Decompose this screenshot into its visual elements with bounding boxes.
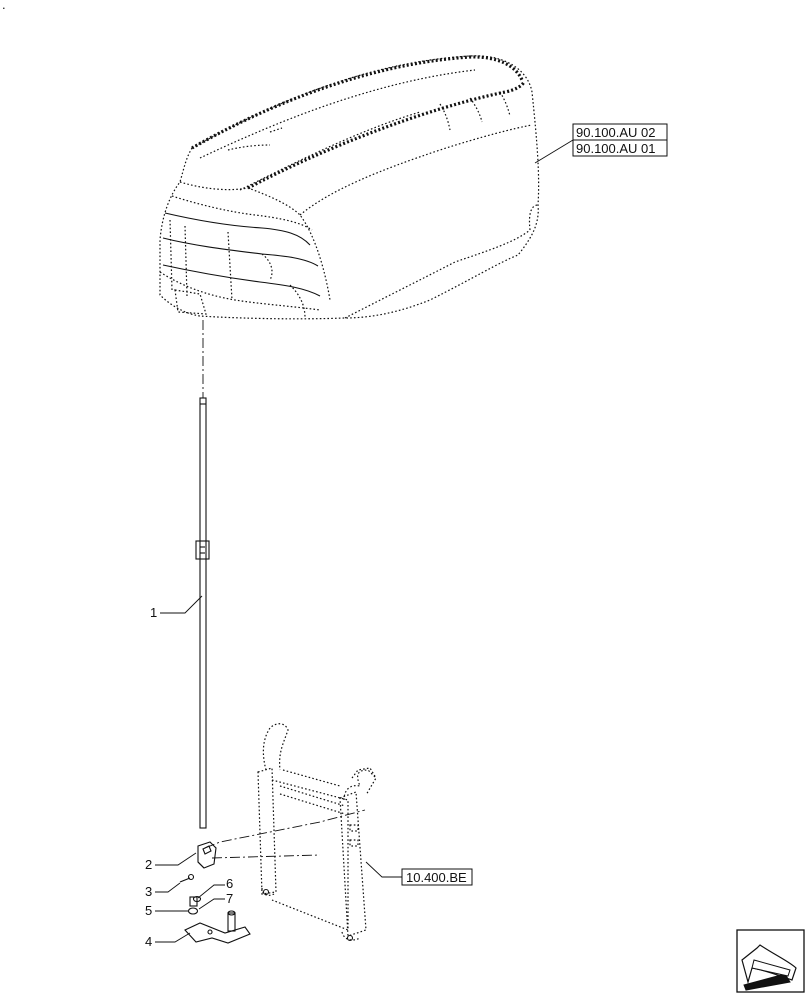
- mounting-plate: [184, 910, 251, 944]
- callout-4-label: 4: [145, 934, 152, 949]
- callout-1: 1: [150, 595, 203, 620]
- washer-and-nut: [187, 895, 202, 915]
- callout-3: 3: [145, 882, 181, 899]
- hood-ref-2[interactable]: 90.100.AU 01: [576, 141, 656, 156]
- radiator-ref[interactable]: 10.400.BE: [406, 870, 467, 885]
- navigation-arrow-icon[interactable]: [736, 929, 805, 993]
- hood-ref-1[interactable]: 90.100.AU 02: [576, 125, 656, 140]
- radiator-assembly: [257, 723, 377, 942]
- callout-5: 5: [145, 903, 188, 918]
- rod-holder-bracket: [197, 841, 217, 869]
- center-line-lower: [211, 854, 321, 859]
- callout-3-label: 3: [145, 884, 152, 899]
- corner-mark: .: [2, 0, 6, 12]
- bolt: [179, 873, 195, 883]
- radiator-reference-group: 10.400.BE: [365, 861, 473, 886]
- center-line-bracket: [204, 809, 366, 849]
- hood-ref-box-2[interactable]: [572, 139, 668, 157]
- callout-5-label: 5: [145, 903, 152, 918]
- callout-2: 2: [145, 852, 197, 872]
- callout-6: 6: [197, 876, 233, 899]
- callout-7-label: 7: [226, 891, 233, 906]
- callout-4: 4: [145, 932, 191, 949]
- radiator-ref-box[interactable]: [401, 868, 473, 886]
- callout-1-label: 1: [150, 605, 157, 620]
- prop-rod: [195, 397, 210, 829]
- callout-2-label: 2: [145, 857, 152, 872]
- hood-assembly: [159, 55, 540, 320]
- callout-6-label: 6: [226, 876, 233, 891]
- hood-reference-group: 90.100.AU 02 90.100.AU 01: [534, 123, 668, 164]
- callout-7: 7: [198, 891, 233, 910]
